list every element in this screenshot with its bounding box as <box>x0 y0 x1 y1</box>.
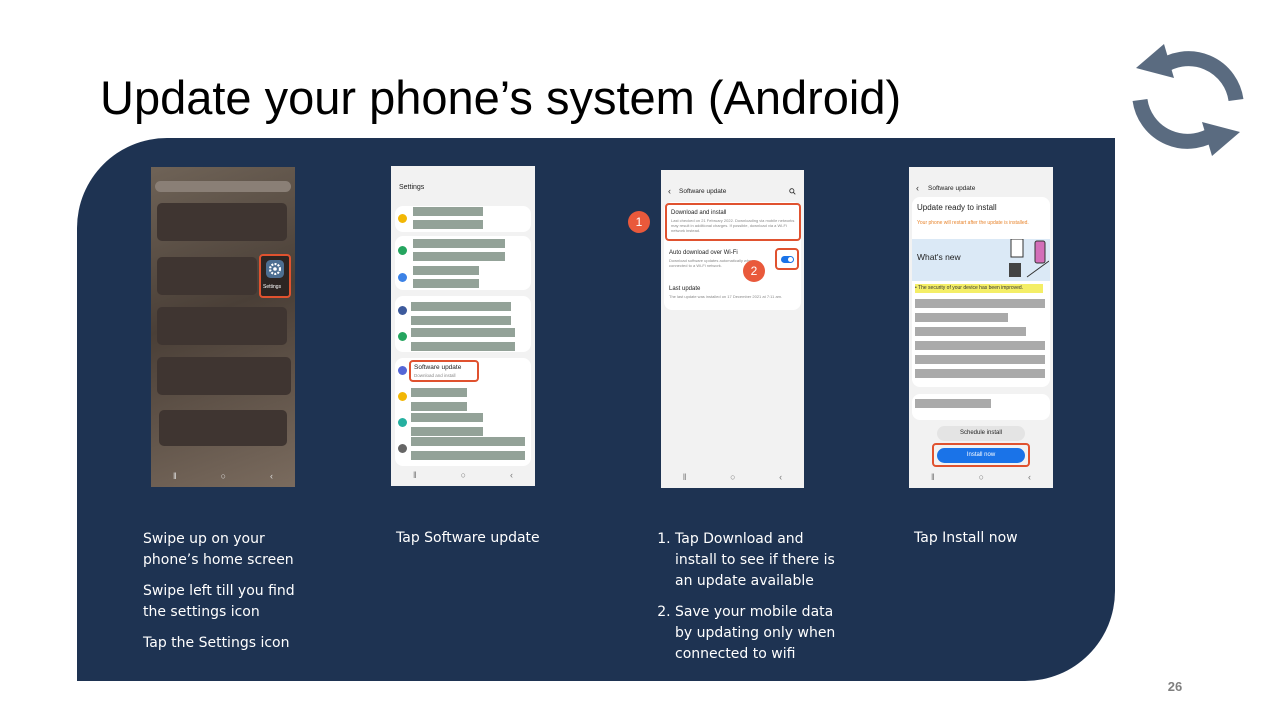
caption-step-2: Tap Software update <box>396 528 596 559</box>
settings-app-highlight[interactable]: Settings <box>259 254 291 298</box>
auto-download-desc: Download software updates automatically … <box>669 258 754 268</box>
settings-item-icon <box>398 306 407 315</box>
refresh-icon <box>1132 44 1244 156</box>
gear-icon <box>266 260 284 278</box>
recent-apps-icon: ‖ <box>682 472 687 482</box>
step-badge-2: 2 <box>743 260 765 282</box>
back-arrow-icon[interactable]: ‹ <box>668 186 671 196</box>
recent-apps-icon: ‖ <box>930 472 935 482</box>
whats-new-banner <box>912 239 1050 281</box>
software-update-icon <box>398 366 407 375</box>
app-row <box>159 410 287 446</box>
caption-step-3: Tap Download and install to see if there… <box>643 529 843 675</box>
home-icon: ○ <box>978 472 985 482</box>
settings-item-icon <box>398 444 407 453</box>
page-number: 26 <box>1167 679 1183 694</box>
auto-download-title: Auto download over Wi-Fi <box>669 250 738 256</box>
nav-bar: ‖ ○ ‹ <box>151 465 295 487</box>
devices-illustration <box>1009 239 1049 278</box>
search-icon[interactable] <box>789 188 796 195</box>
software-update-item[interactable]: Software update Download and install <box>409 360 479 382</box>
search-bar <box>155 181 291 192</box>
home-icon: ○ <box>220 471 227 481</box>
settings-item-icon <box>398 332 407 341</box>
phone-screenshot-home: Settings ‖ ○ ‹ <box>151 167 295 487</box>
settings-item-icon <box>398 214 407 223</box>
auto-download-toggle-highlight[interactable] <box>775 248 799 270</box>
app-row <box>157 357 291 395</box>
back-arrow-icon[interactable]: ‹ <box>916 183 919 193</box>
security-note: • The security of your device has been i… <box>915 284 1043 293</box>
settings-item-icon <box>398 392 407 401</box>
whats-new-title: What's new <box>917 252 961 262</box>
settings-item-icon <box>398 273 407 282</box>
caption-text: Swipe up on your phone’s home screen <box>143 531 294 568</box>
settings-item-icon <box>398 246 407 255</box>
restart-note: Your phone will restart after the update… <box>917 220 1029 226</box>
auto-download-toggle[interactable] <box>781 256 794 263</box>
schedule-install-button[interactable]: Schedule install <box>937 426 1025 441</box>
caption-text: Tap the Settings icon <box>143 635 290 651</box>
software-update-header: Software update <box>679 188 727 195</box>
phone-screenshot-software-update: ‹ Software update Download and install L… <box>661 170 804 488</box>
nav-bar: ‖ ○ ‹ <box>909 466 1053 488</box>
step-badge-1: 1 <box>628 211 650 233</box>
back-icon: ‹ <box>1028 472 1031 482</box>
update-options-card <box>664 202 801 310</box>
download-and-install-title: Download and install <box>671 210 727 216</box>
last-update-desc: The last update was installed on 17 Dece… <box>669 294 783 299</box>
back-icon: ‹ <box>779 472 783 482</box>
caption-text: Swipe left till you find the settings ic… <box>143 583 295 620</box>
phone-screenshot-install: ‹ Software update Update ready to instal… <box>909 167 1053 488</box>
app-row <box>157 203 287 241</box>
recent-apps-icon: ‖ <box>172 471 177 481</box>
update-ready-title: Update ready to install <box>917 203 997 212</box>
back-icon: ‹ <box>270 471 273 481</box>
home-icon: ○ <box>730 472 736 482</box>
slide-title: Update your phone’s system (Android) <box>100 71 902 124</box>
caption-list-item: Save your mobile data by updating only w… <box>675 602 843 665</box>
caption-text: Tap Software update <box>396 530 540 546</box>
settings-item-icon <box>398 418 407 427</box>
install-now-button[interactable]: Install now <box>937 448 1025 463</box>
caption-step-1: Swipe up on your phone’s home screen Swi… <box>143 529 303 664</box>
last-update-title: Last update <box>669 286 701 292</box>
download-and-install-item[interactable]: Download and install Last checked on 21 … <box>665 203 801 241</box>
recent-apps-icon: ‖ <box>412 470 417 480</box>
settings-app-label: Settings <box>263 284 282 290</box>
back-icon: ‹ <box>510 470 513 480</box>
caption-text: Tap Install now <box>914 530 1018 546</box>
app-row <box>157 307 287 345</box>
software-update-title: Software update <box>414 364 462 371</box>
app-row <box>157 257 257 295</box>
install-header: Software update <box>928 185 976 192</box>
software-update-subtitle: Download and install <box>414 373 456 378</box>
settings-header: Settings <box>399 184 425 191</box>
home-icon: ○ <box>460 470 467 480</box>
install-now-highlight <box>932 443 1030 467</box>
caption-list-item: Tap Download and install to see if there… <box>675 529 843 592</box>
nav-bar: ‖ ○ ‹ <box>661 466 804 488</box>
caption-step-4: Tap Install now <box>914 528 1094 559</box>
phone-screenshot-settings: Settings Software update Download and in… <box>391 166 535 486</box>
download-and-install-desc: Last checked on 21 February 2022. Downlo… <box>671 218 795 233</box>
nav-bar: ‖ ○ ‹ <box>391 464 535 486</box>
